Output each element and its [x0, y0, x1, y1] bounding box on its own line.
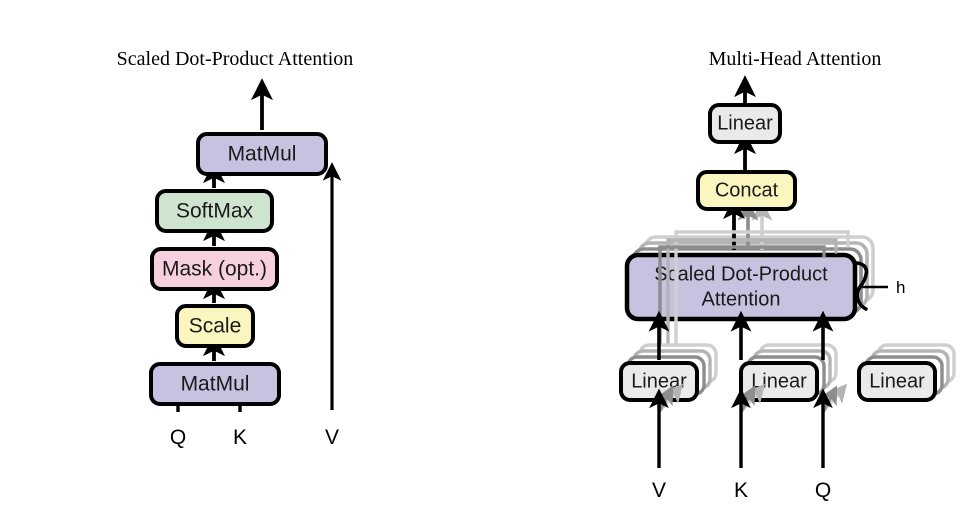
- heads-brace-curve: [855, 261, 869, 311]
- left-block-softmax[interactable]: SoftMax: [155, 189, 274, 233]
- left-panel-group: MatMul SoftMax Mask (opt.) Scale MatMul: [149, 78, 342, 449]
- left-block-mask-label: Mask (opt.): [162, 258, 267, 281]
- left-block-matmul-bottom-label: MatMul: [181, 373, 250, 396]
- right-block-linear-q-group[interactable]: Linear: [857, 343, 956, 402]
- right-block-linear-out-label: Linear: [717, 112, 773, 134]
- right-block-linear-k-label: Linear: [751, 370, 807, 392]
- right-block-concat[interactable]: Concat: [696, 170, 797, 211]
- left-block-softmax-label: SoftMax: [176, 200, 254, 223]
- left-block-matmul-bottom[interactable]: MatMul: [149, 362, 281, 406]
- right-input-label-q: Q: [815, 479, 831, 502]
- right-input-label-v: V: [652, 479, 666, 502]
- heads-count-label: h: [896, 278, 905, 297]
- left-panel-title: Scaled Dot-Product Attention: [116, 48, 354, 70]
- right-block-concat-rect: [696, 170, 797, 211]
- left-block-matmul-bottom-rect: [149, 362, 281, 406]
- right-block-attention-label-line1: Scaled Dot-Product: [654, 263, 828, 285]
- left-block-matmul-top-rect: [196, 132, 328, 176]
- right-input-label-k: K: [734, 479, 748, 502]
- right-block-linear-out[interactable]: Linear: [708, 103, 782, 144]
- right-block-concat-label: Concat: [715, 179, 779, 201]
- left-block-matmul-top-label: MatMul: [228, 143, 297, 166]
- left-input-label-q: Q: [170, 426, 186, 449]
- left-block-matmul-top[interactable]: MatMul: [196, 132, 328, 176]
- left-block-mask-rect: [150, 247, 279, 291]
- right-block-linear-q-label: Linear: [869, 370, 925, 392]
- left-block-scale[interactable]: Scale: [175, 304, 255, 348]
- left-block-softmax-rect: [155, 189, 274, 233]
- ghost-route-v-3: [674, 230, 850, 354]
- right-panel-title: Multi-Head Attention: [708, 48, 882, 70]
- ghost-route-v-2: [666, 238, 838, 360]
- right-block-linear-v-group[interactable]: Linear: [619, 343, 718, 402]
- right-block-linear-q-rect: [857, 361, 937, 402]
- right-block-linear-k-group[interactable]: Linear: [739, 343, 838, 402]
- right-block-attention-label-line2: Attention: [702, 288, 781, 310]
- right-block-linear-out-rect: [708, 103, 782, 144]
- left-block-mask[interactable]: Mask (opt.): [150, 247, 279, 291]
- left-input-label-v: V: [325, 426, 339, 449]
- heads-brace: [855, 261, 888, 311]
- left-input-label-k: K: [233, 426, 247, 449]
- ghost-route-v-1: [658, 245, 826, 366]
- left-block-scale-label: Scale: [189, 315, 242, 338]
- right-ghost-routing: [658, 230, 850, 366]
- right-block-linear-v-label: Linear: [631, 370, 687, 392]
- left-block-scale-rect: [175, 304, 255, 348]
- right-panel-group: Scaled Dot-Product Attention h Concat: [619, 75, 956, 502]
- right-block-scaled-dot-product-attention[interactable]: Scaled Dot-Product Attention: [624, 252, 858, 322]
